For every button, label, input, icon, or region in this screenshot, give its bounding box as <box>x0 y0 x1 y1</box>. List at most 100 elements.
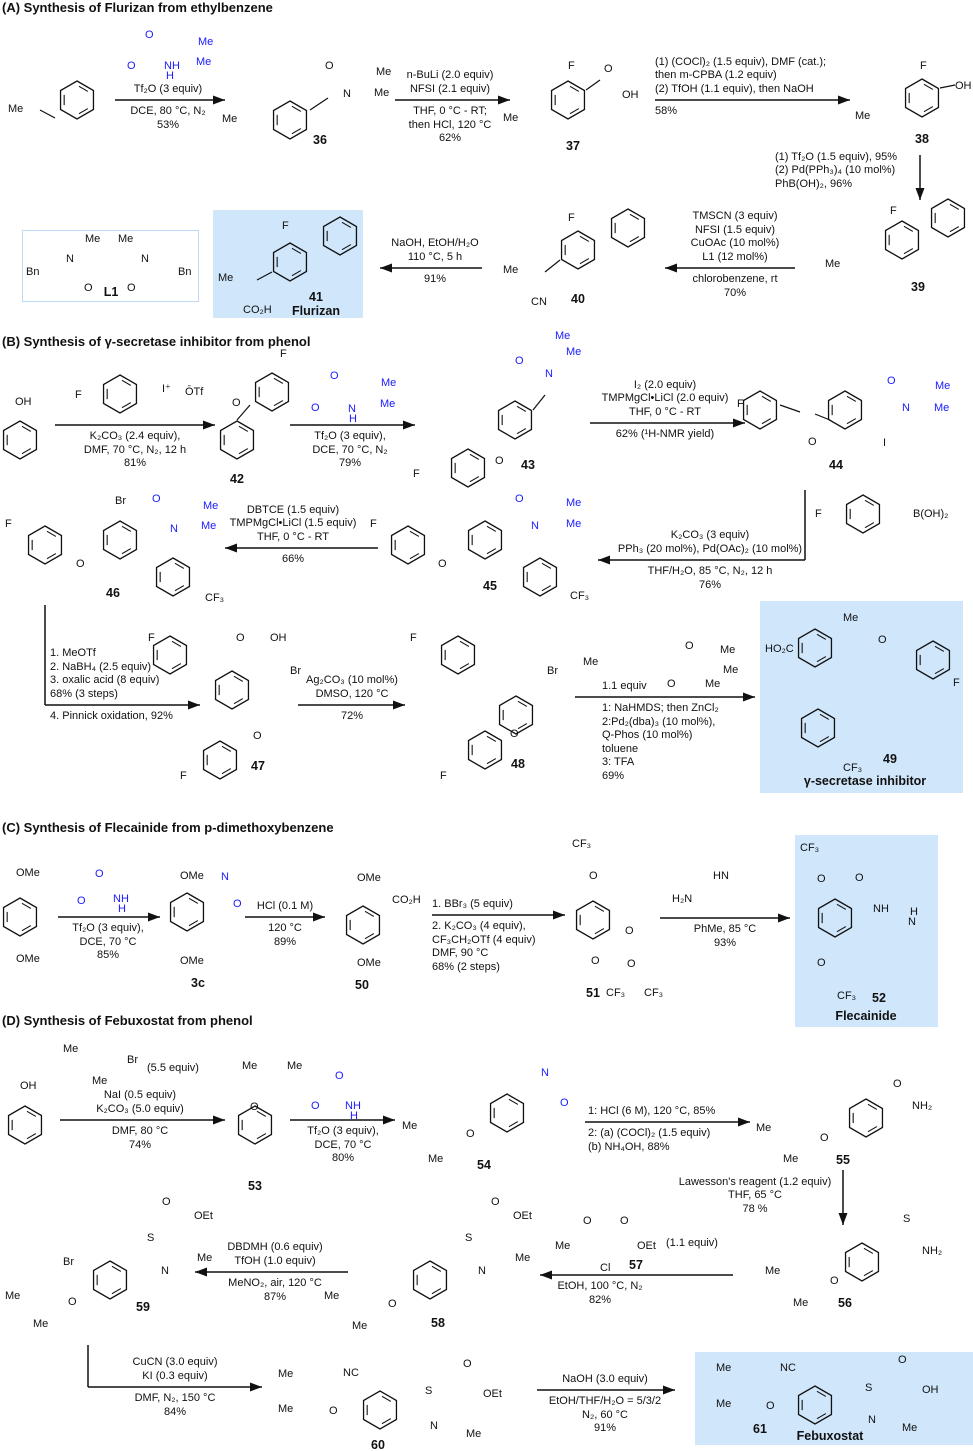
compound-number: Flecainide <box>835 1009 897 1023</box>
atom-label: F <box>75 389 82 401</box>
bond <box>46 553 57 560</box>
bond <box>816 1390 827 1397</box>
bond <box>516 405 527 412</box>
atom-label: F <box>440 770 447 782</box>
atom-label: H <box>910 906 918 918</box>
condition-text-b5: TMPMgCl•LiCl (1.5 equiv) <box>229 517 357 529</box>
condition-text-c3: 68% (2 steps) <box>432 960 500 973</box>
atom-label: CF₃ <box>606 987 626 999</box>
bond <box>381 1395 392 1402</box>
bond <box>111 1288 122 1295</box>
atom-label: Br <box>127 1054 138 1066</box>
bond <box>903 248 914 255</box>
atom-label: CF₃ <box>843 762 863 774</box>
condition-text-b3: 62% (¹H-NMR yield) <box>615 428 715 440</box>
atom-label: N <box>161 1265 169 1277</box>
condition-text-a2: then HCl, 120 °C <box>408 118 492 131</box>
atom-label: CN <box>531 296 547 308</box>
bond <box>629 213 640 220</box>
condition-text-c3: 2. K₂CO₃ (4 equiv), <box>432 920 526 932</box>
atom-label: N <box>430 1420 438 1432</box>
compound-number: 49 <box>883 752 897 766</box>
atom-label: Me <box>33 1318 49 1330</box>
atom-label: O <box>438 558 447 570</box>
bond <box>291 105 302 112</box>
bond <box>233 698 244 705</box>
benzene-ring <box>497 400 533 440</box>
bond <box>516 428 527 435</box>
bond <box>431 1265 442 1272</box>
condition-text-d8: 91% <box>593 1422 617 1434</box>
bond <box>121 525 132 532</box>
atom-label: Me <box>287 1060 303 1072</box>
benzene-ring <box>550 80 586 120</box>
atom-label: OEt <box>637 1240 656 1252</box>
condition-text-a5: TMSCN (3 equiv) <box>692 210 778 222</box>
arrow-head <box>213 95 225 105</box>
condition-text-c1: Tf₂O (3 equiv), <box>72 922 144 934</box>
atom-label: OH <box>15 396 32 408</box>
atom-label: H <box>349 413 357 425</box>
condition-text-d5: 82% <box>588 1293 612 1306</box>
condition-text-d2: Tf₂O (3 equiv), <box>307 1125 379 1137</box>
bond <box>949 226 960 233</box>
atom-label: Me <box>793 1297 809 1309</box>
compound-number: 56 <box>838 1296 852 1310</box>
atom-label: O <box>898 1354 907 1366</box>
atom-label: O <box>766 1400 775 1412</box>
atom-label: O <box>604 63 613 75</box>
atom-label: O <box>250 1101 259 1113</box>
atom-label: O <box>591 955 600 967</box>
bond <box>256 271 273 281</box>
condition-text-b7: Ag₂CO₃ (10 mol%) <box>306 674 398 686</box>
bond <box>923 106 934 113</box>
atom-label: OMe <box>16 867 40 879</box>
bond <box>569 85 580 92</box>
atom-label: OEt <box>513 1210 532 1222</box>
atom-label: S <box>425 1385 433 1397</box>
atom-label: F <box>568 60 575 72</box>
atom-label: F <box>413 468 420 480</box>
arrow-head <box>540 1270 552 1280</box>
benzene-ring <box>272 242 308 282</box>
benzene-ring <box>930 198 966 238</box>
condition-text-a1: DCE, 80 °C, N₂ <box>130 105 206 117</box>
condition-text-d4: THF, 65 °C <box>728 1189 782 1201</box>
arrow-head <box>188 700 200 710</box>
arrow-head <box>743 692 755 702</box>
atom-label: O <box>311 1100 320 1112</box>
bond <box>21 902 32 909</box>
condition-text-d4: Lawesson's reagent (1.2 equiv) <box>678 1175 832 1188</box>
bond <box>291 247 302 254</box>
arrow-head <box>733 418 745 428</box>
benzene-ring <box>827 390 863 430</box>
condition-text-b7: 72% <box>340 710 364 722</box>
atom-label: O <box>685 640 694 652</box>
atom-label: F <box>5 518 12 530</box>
atom-label: O <box>162 1196 171 1208</box>
compound-number: 48 <box>511 757 525 771</box>
condition-text-a2: NFSI (2.1 equiv) <box>409 82 491 95</box>
benzene-ring <box>440 635 476 675</box>
atom-label: F <box>737 398 744 410</box>
compound-number: 50 <box>355 978 369 992</box>
atom-label: O <box>510 728 519 740</box>
condition-text-a3: (1) (COCl)₂ (1.5 equiv), DMF (cat.); <box>655 55 827 68</box>
arrow-head <box>195 1267 207 1277</box>
section-title: (C) Synthesis of Flecainide from p-dimet… <box>2 820 334 835</box>
atom-label: H <box>350 1110 358 1122</box>
atom-label: Me <box>218 272 234 284</box>
atom-label: Me <box>843 612 859 624</box>
atom-label: Me <box>855 110 871 122</box>
bond <box>341 244 352 251</box>
bond <box>188 897 199 904</box>
condition-text-b2: Tf₂O (3 equiv), <box>314 430 386 442</box>
atom-label: F <box>370 518 377 530</box>
atom-label: Me <box>196 56 212 68</box>
atom-label: N <box>541 1067 549 1079</box>
compound-number: 53 <box>248 1179 262 1193</box>
bond <box>579 235 590 242</box>
atom-label: Me <box>756 1122 772 1134</box>
bond <box>273 400 284 407</box>
